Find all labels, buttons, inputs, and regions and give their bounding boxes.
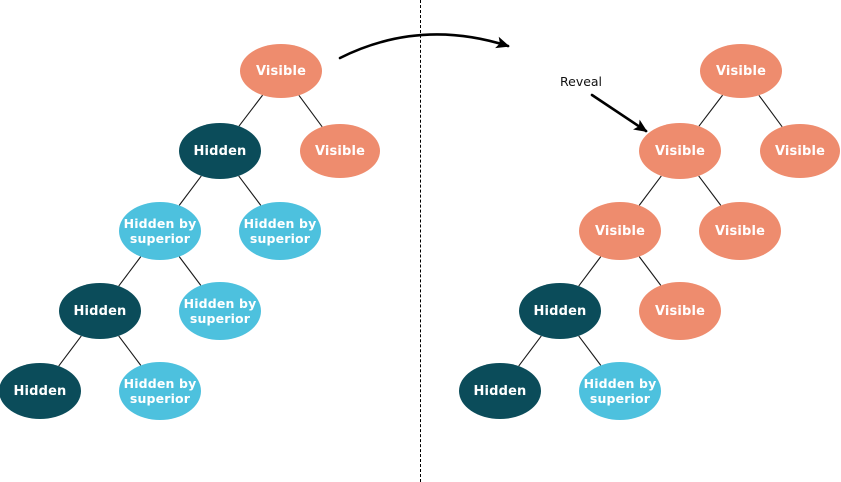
tree-node-visible[interactable]: Visible <box>300 124 380 178</box>
tree-node-hidden[interactable]: Hidden <box>0 363 81 419</box>
tree-node-label: Visible <box>654 303 706 319</box>
tree-node-label: Hidden <box>13 383 67 399</box>
tree-node-label: Hidden by superior <box>123 376 197 406</box>
tree-node-label: Hidden by superior <box>123 216 197 246</box>
tree-node-label: Hidden <box>473 383 527 399</box>
tree-node-hidden-by-superior[interactable]: Hidden by superior <box>179 282 261 340</box>
tree-node-visible[interactable]: Visible <box>579 202 661 260</box>
tree-node-visible[interactable]: Visible <box>240 44 322 98</box>
tree-node-label: Visible <box>715 63 767 79</box>
tree-node-label: Hidden by superior <box>183 296 257 326</box>
tree-node-label: Hidden by superior <box>583 376 657 406</box>
tree-node-label: Visible <box>714 223 766 239</box>
tree-node-label: Visible <box>774 143 826 159</box>
reveal-annotation-label: Reveal <box>560 74 603 89</box>
tree-node-label: Visible <box>654 143 706 159</box>
tree-node-hidden-by-superior[interactable]: Hidden by superior <box>579 362 661 420</box>
tree-node-hidden-by-superior[interactable]: Hidden by superior <box>239 202 321 260</box>
tree-node-label: Visible <box>594 223 646 239</box>
tree-node-hidden-by-superior[interactable]: Hidden by superior <box>119 202 201 260</box>
tree-node-hidden[interactable]: Hidden <box>459 363 541 419</box>
tree-node-hidden[interactable]: Hidden <box>179 123 261 179</box>
tree-node-visible[interactable]: Visible <box>700 44 782 98</box>
tree-node-visible[interactable]: Visible <box>639 123 721 179</box>
tree-node-hidden[interactable]: Hidden <box>59 283 141 339</box>
tree-node-label: Hidden <box>73 303 127 319</box>
tree-node-visible[interactable]: Visible <box>699 202 781 260</box>
tree-node-visible[interactable]: Visible <box>639 282 721 340</box>
tree-node-label: Visible <box>314 143 366 159</box>
comparison-divider <box>420 0 421 482</box>
tree-node-label: Visible <box>255 63 307 79</box>
tree-node-visible[interactable]: Visible <box>760 124 840 178</box>
tree-node-hidden[interactable]: Hidden <box>519 283 601 339</box>
tree-node-hidden-by-superior[interactable]: Hidden by superior <box>119 362 201 420</box>
tree-node-label: Hidden <box>533 303 587 319</box>
tree-node-label: Hidden <box>193 143 247 159</box>
tree-node-label: Hidden by superior <box>243 216 317 246</box>
